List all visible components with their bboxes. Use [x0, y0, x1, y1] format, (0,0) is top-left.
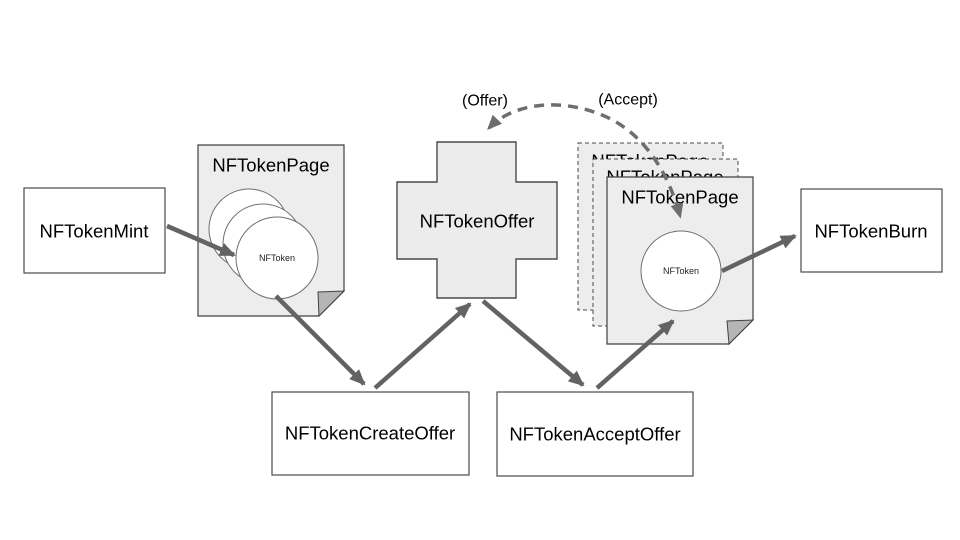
- page1-token-label: NFToken: [259, 253, 295, 263]
- accept-offer-box: [496, 391, 694, 477]
- offer-node: NFTokenOffer: [396, 141, 558, 299]
- burn-label: NFTokenBurn: [814, 221, 927, 242]
- offer-label: NFTokenOffer: [420, 211, 535, 232]
- arrow-accept-offer-to-page2: [595, 319, 675, 390]
- mint-box: [23, 187, 166, 274]
- offer-edge-label: (Offer): [462, 93, 508, 110]
- create-offer-label: NFTokenCreateOffer: [285, 423, 455, 444]
- dashed-arrow-offer-accept: [487, 103, 684, 219]
- arrow-offer-to-accept-offer: [481, 299, 585, 387]
- page2-title: NFTokenPage: [621, 187, 738, 208]
- create-offer-node: NFTokenCreateOffer: [271, 391, 470, 476]
- accept-offer-label: NFTokenAcceptOffer: [509, 424, 680, 445]
- page1-node: NFTokenPage NFToken: [197, 144, 346, 318]
- mint-node: NFTokenMint: [23, 187, 166, 274]
- accept-edge-label: (Accept): [598, 92, 658, 109]
- accept-offer-node: NFTokenAcceptOffer: [496, 391, 694, 477]
- arrow-create-offer-to-offer: [373, 302, 472, 390]
- burn-box: [800, 188, 943, 273]
- page2-token-circle: [640, 230, 722, 312]
- create-offer-box: [271, 391, 470, 476]
- arrow-mint-to-page1: [166, 223, 236, 258]
- arrow-page2-to-burn: [721, 233, 797, 274]
- mint-label: NFTokenMint: [40, 221, 149, 242]
- page2-node: NFTokenPage NFTokenPage NFTokenPage NFTo…: [577, 142, 755, 346]
- arrow-page1-to-create-offer: [274, 294, 366, 386]
- page1-folded-corner: [317, 290, 346, 318]
- page1-title: NFTokenPage: [212, 155, 329, 176]
- page2-folded-corner: [726, 319, 755, 346]
- burn-node: NFTokenBurn: [800, 188, 943, 273]
- page2-token-label: NFToken: [663, 266, 699, 276]
